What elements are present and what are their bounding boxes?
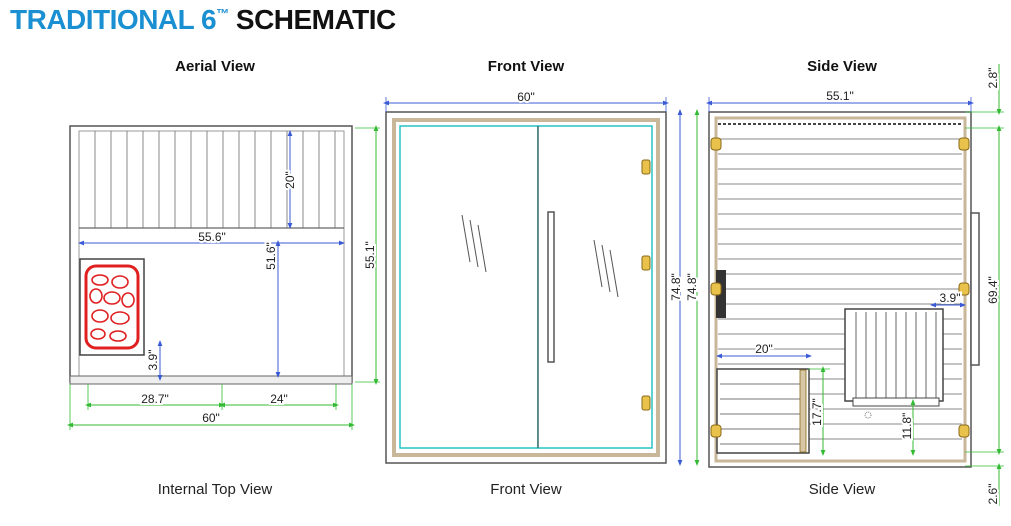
aerial-outer-width-label: 60" xyxy=(202,411,220,425)
title-main: TRADITIONAL 6 xyxy=(10,4,217,35)
aerial-heater-gap-label: 3.9" xyxy=(146,350,160,371)
side-view-caption: Side View xyxy=(808,481,876,498)
side-top-gap-label: 2.8" xyxy=(986,68,1000,89)
aerial-left-segment-label: 28.7" xyxy=(141,392,169,406)
glass-reflection-icon xyxy=(461,214,619,298)
side-bench-depth-label: 20" xyxy=(755,342,773,356)
side-bottom-gap-label: 2.6" xyxy=(986,484,1000,505)
front-view-drawing: 60" 74.8" 74.8" xyxy=(383,88,701,466)
aerial-bench-slats xyxy=(94,131,336,228)
aerial-view-drawing: 20" 55.6" 51.6" 55.1" 3.9" 28.7" 24" 60" xyxy=(67,125,380,430)
front-width-label: 60" xyxy=(517,90,535,104)
front-view-heading: Front View xyxy=(487,58,565,75)
front-left-glass-panel xyxy=(399,125,539,449)
trademark-mark: ™ xyxy=(216,6,229,21)
side-view-drawing: 55.1" 2.8" 69.4" 2.6" 3.9" 20" 17.7" 11.… xyxy=(706,64,1004,506)
aerial-view-heading: Aerial View xyxy=(175,58,255,75)
side-height-label: 69.4" xyxy=(986,276,1000,304)
side-backrest xyxy=(844,308,944,407)
aerial-outer-depth-label: 55.1" xyxy=(363,241,377,269)
front-view-caption: Front View xyxy=(490,481,562,498)
front-right-glass-door xyxy=(537,125,653,449)
page-title: TRADITIONAL 6™ SCHEMATIC xyxy=(10,4,396,36)
side-view-heading: Side View xyxy=(807,58,877,75)
heater-icon xyxy=(79,258,145,356)
title-rest: SCHEMATIC xyxy=(235,4,396,35)
door-handle-icon xyxy=(547,211,555,363)
front-height-outer-label: 74.8" xyxy=(685,273,699,301)
aerial-right-segment-label: 24" xyxy=(270,392,288,406)
side-upper-bench-height-label: 11.8" xyxy=(900,413,914,440)
aerial-bench-depth-label: 20" xyxy=(283,171,297,189)
side-bench-offset-label: 3.9" xyxy=(940,291,961,305)
side-depth-label: 55.1" xyxy=(826,89,854,103)
side-hinge-icon xyxy=(710,137,970,438)
side-lower-bench xyxy=(716,368,810,454)
aerial-inner-depth-label: 51.6" xyxy=(264,242,278,270)
side-door-handle-icon xyxy=(970,212,980,366)
aerial-inner-width-label: 55.6" xyxy=(198,230,226,244)
door-hinge-icon xyxy=(641,159,651,411)
aerial-view-caption: Internal Top View xyxy=(157,481,273,498)
side-lower-bench-height-label: 17.7" xyxy=(810,398,824,426)
front-height-inner-label: 74.8" xyxy=(669,273,683,301)
